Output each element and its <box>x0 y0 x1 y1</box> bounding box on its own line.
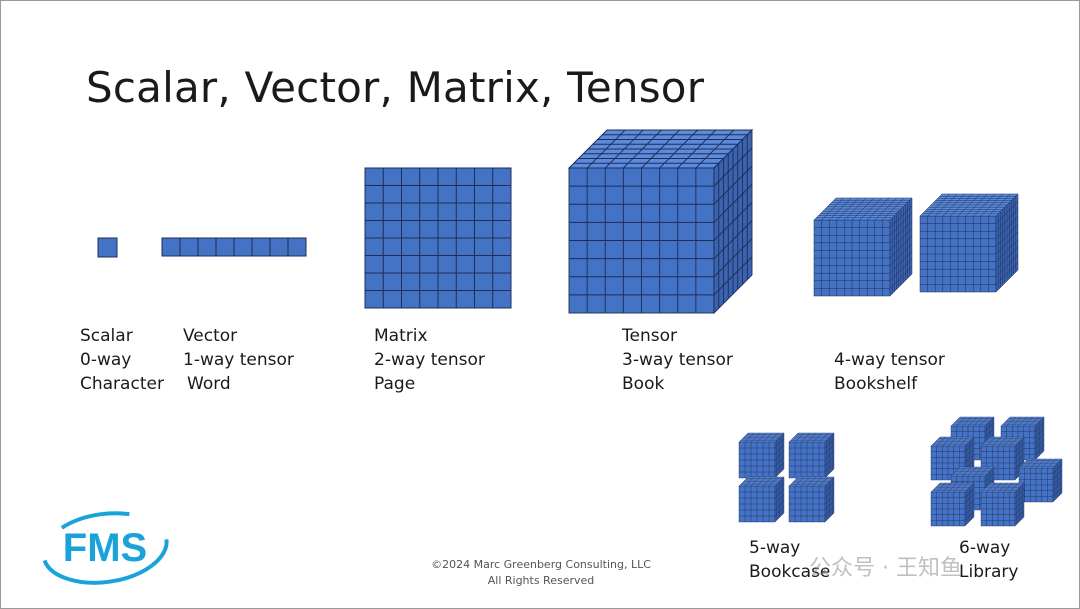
vector-label: Vector 1-way tensor Word <box>183 326 294 394</box>
five-way-figure <box>738 432 835 523</box>
six-way-figure <box>930 416 1063 527</box>
vector-figure <box>161 237 307 257</box>
footer-copyright: ©2024 Marc Greenberg Consulting, LLC <box>431 558 651 571</box>
four-way-label: 4-way tensor Bookshelf <box>834 350 945 394</box>
slide-title: Scalar, Vector, Matrix, Tensor <box>86 63 705 112</box>
tensor-figure <box>567 128 754 315</box>
five-way-label: 5-way Bookcase <box>749 538 831 582</box>
footer: ©2024 Marc Greenberg Consulting, LLC All… <box>421 557 661 589</box>
tensor-label: Tensor 3-way tensor Book <box>622 326 733 394</box>
fms-logo-icon: FMS <box>35 506 175 595</box>
matrix-label: Matrix 2-way tensor Page <box>374 326 485 394</box>
watermark: 公众号 · 王知鱼 <box>809 556 962 581</box>
six-way-label: 6-way Library <box>959 538 1019 582</box>
svg-text:FMS: FMS <box>63 526 147 570</box>
footer-rights: All Rights Reserved <box>487 574 595 587</box>
four-way-cube-1 <box>813 197 913 297</box>
four-way-cube-2 <box>919 193 1019 293</box>
matrix-figure <box>364 167 512 309</box>
scalar-label: Scalar 0-way Character <box>80 326 164 394</box>
scalar-figure <box>97 237 118 258</box>
